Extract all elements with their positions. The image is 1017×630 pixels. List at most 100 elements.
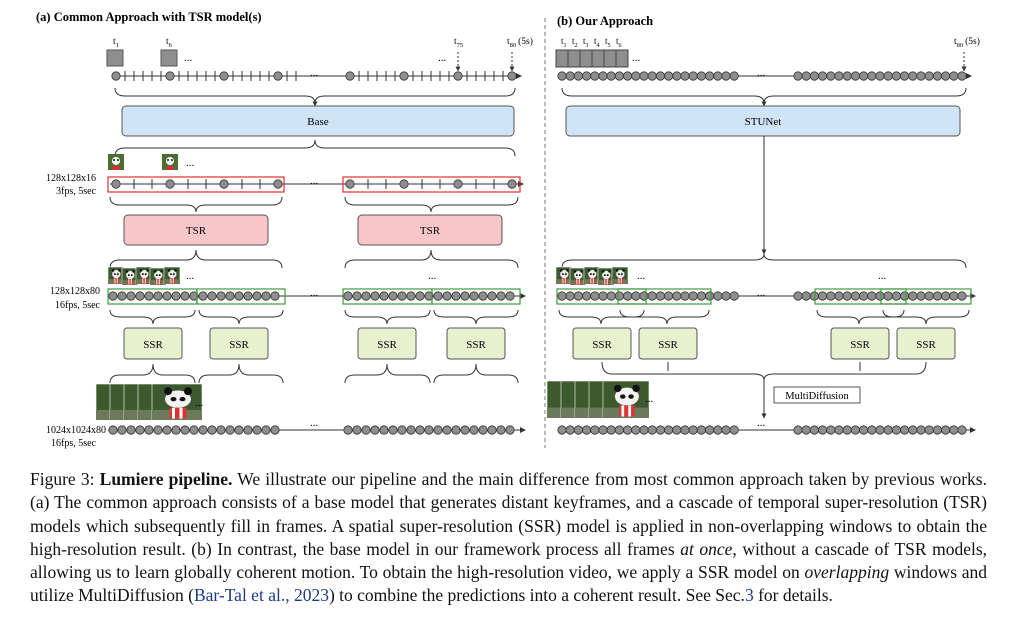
section-link[interactable]: 3: [744, 585, 754, 606]
frame-dot: [817, 425, 828, 435]
ssr-model-label: SSR: [592, 339, 612, 351]
frame-dot: [647, 71, 657, 81]
panda-frame: [107, 266, 125, 285]
row3-resolution: 1024x1024x80: [46, 425, 106, 436]
frame-dot: [704, 291, 715, 301]
frame-dot: [573, 291, 584, 301]
frame-dot: [126, 425, 136, 435]
t-label-1: t1: [113, 37, 119, 49]
frame-dot: [932, 71, 943, 81]
frame-dot: [598, 71, 608, 81]
dots: ...: [757, 67, 766, 79]
brace: [109, 309, 196, 325]
frame-dot: [713, 71, 723, 81]
frame-dot: [252, 425, 262, 435]
brace: [109, 196, 283, 213]
brace: [882, 309, 970, 325]
frame-dot: [581, 291, 592, 301]
frame-dot: [680, 425, 690, 435]
ssr-model-label: SSR: [850, 339, 870, 351]
frame-dot: [451, 291, 461, 301]
merge-brace: [601, 361, 927, 381]
frame-dot: [729, 71, 739, 81]
ssr-model-label: SSR: [916, 339, 936, 351]
frame-dot: [453, 71, 463, 81]
frame-dot: [379, 291, 389, 301]
frame-dot: [850, 71, 861, 81]
dots: ...: [184, 52, 193, 64]
frame-dot: [809, 71, 820, 81]
keyframe-square: [555, 49, 569, 68]
frame-dot: [663, 425, 674, 435]
frame-dot: [949, 71, 959, 81]
frame-dot: [614, 425, 625, 435]
frame-dot: [614, 71, 625, 81]
frame-dot: [867, 71, 877, 81]
frame-dot: [261, 425, 271, 435]
frame-dot: [606, 71, 616, 81]
dots: ...: [878, 270, 887, 282]
ssr-window: [617, 288, 712, 305]
panda-frame: [597, 267, 615, 286]
keyframe-square: [567, 49, 581, 68]
dots: ...: [757, 417, 766, 429]
frame-dot: [424, 291, 434, 301]
frame-dot: [672, 291, 682, 301]
frame-dot: [721, 425, 731, 435]
frame-dot: [801, 291, 811, 301]
frame-dot: [370, 425, 380, 435]
frame-dot: [867, 425, 877, 435]
frame-dot: [957, 425, 967, 435]
tsr-model-label: TSR: [186, 225, 207, 237]
frame-dot: [180, 425, 190, 435]
frame-dot: [424, 425, 434, 435]
frame-dot: [126, 291, 136, 301]
frame-dot: [672, 425, 682, 435]
frame-dot: [252, 291, 262, 301]
frame-dot: [505, 425, 515, 435]
frame-dot: [345, 179, 355, 189]
tsr-window: [342, 176, 521, 193]
brace: [561, 87, 967, 104]
ssr-model-label: SSR: [377, 339, 397, 351]
frame-dot: [507, 71, 517, 81]
base-model-box: [121, 105, 515, 137]
frame-dot: [622, 425, 633, 435]
caption-text: We illustrate our pipeline and the main …: [30, 469, 987, 559]
ssr-model-box: [830, 327, 890, 360]
frame-dot: [834, 425, 844, 435]
frame-dot: [622, 71, 633, 81]
frame-dot: [940, 71, 951, 81]
frame-dot: [433, 425, 443, 435]
panda-frame: [121, 267, 139, 286]
frame-dot: [858, 71, 869, 81]
frame-dot: [875, 291, 885, 301]
citation-link[interactable]: Bar-Tal et al., 2023: [193, 585, 329, 606]
stunet-model-label: STUNet: [745, 116, 782, 128]
frame-dot: [565, 71, 575, 81]
frame-dot: [899, 71, 910, 81]
frame-dot: [496, 425, 506, 435]
frame-dot: [850, 291, 861, 301]
frame-dot: [388, 425, 398, 435]
frame-dot: [696, 425, 707, 435]
frame-dot: [590, 291, 600, 301]
frame-dot: [655, 291, 666, 301]
frame-dot: [801, 71, 811, 81]
frame-dot: [842, 71, 852, 81]
frame-dot: [793, 425, 803, 435]
frame-dot: [793, 71, 803, 81]
brace: [114, 87, 516, 104]
frame-dot: [932, 291, 943, 301]
frame-dot: [487, 291, 497, 301]
frame-dot: [957, 291, 967, 301]
ssr-model-label: SSR: [466, 339, 486, 351]
frame-dot: [397, 425, 407, 435]
frame-dot: [442, 425, 452, 435]
frame-dot: [908, 71, 918, 81]
timeline-row2-b: [557, 291, 976, 301]
frame-dot: [883, 71, 893, 81]
caption-text: windows and utilize MultiDiffusion (: [30, 562, 987, 606]
frame-dot: [647, 425, 657, 435]
frame-dot: [573, 71, 584, 81]
